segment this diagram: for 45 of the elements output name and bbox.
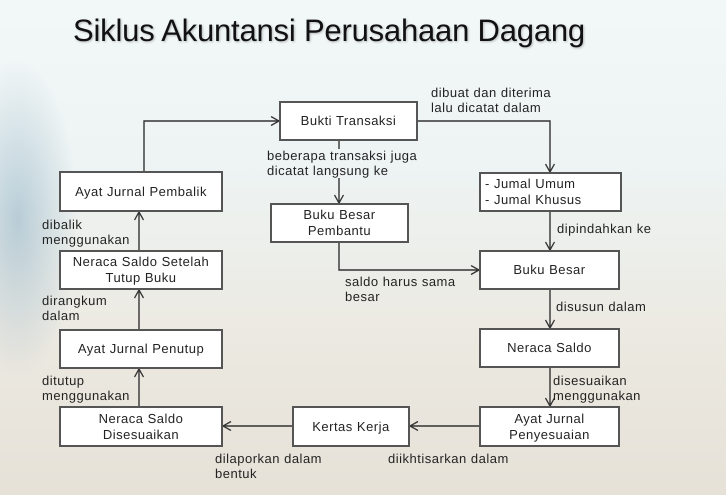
arrow [134,211,144,250]
box-text: Ayat Jurnal Penyesuaian [508,410,591,442]
box-text: - Jumal Umum [485,176,576,192]
edge-label: disusun dalam [556,300,646,315]
arrow [544,368,556,407]
box-text: Buku Besar [513,262,586,278]
arrow [409,420,479,432]
box-text: Neraca Saldo Disesuaikan [98,410,184,442]
process-box [59,171,223,212]
edge-label: ditutup menggunakan [42,374,130,404]
box-text: - Jumal Khusus [485,192,582,208]
edge-label: disesuaikan menggunakan [553,374,641,404]
box-text: Buku Besar Pembantu [302,207,377,239]
process-box [479,328,620,368]
box-text: Ayat Jurnal Penutup [78,341,204,357]
arrow [134,289,144,329]
edge-label: dibalik menggunakan [42,218,130,248]
box-text: Neraca Saldo Setelah Tutup Buku [72,254,210,286]
edge-label: saldo harus sama besar [345,275,457,304]
arrow [143,116,280,171]
process-box [479,250,620,290]
box-text: Bukti Transaksi [300,113,396,129]
box-text: Kertas Kerja [312,418,390,434]
arrow [222,420,292,432]
process-box [292,406,410,447]
process-box [279,101,418,141]
process-box [479,406,620,447]
process-box [270,203,409,243]
edge-label: diikhtisarkan dalam [388,452,509,467]
arrow [418,120,556,173]
edge-label: dibuat dan diterima lalu dicatat dalam [431,86,552,116]
process-box [59,406,223,447]
arrow [544,212,556,251]
box-text: Ayat Jurnal Pembalik [75,184,207,200]
process-box [479,172,622,212]
process-box [59,329,223,369]
arrow [134,368,144,406]
edge-label: dilaporkan dalam bentuk [215,452,324,482]
title: Siklus Akuntansi Perusahaan Dagang [73,13,585,49]
arrow [338,243,480,276]
process-box [59,250,223,290]
box-text: Neraca Saldo [507,340,592,356]
edge-label: dirangkum dalam [42,294,108,324]
arrow [544,290,556,329]
edge-label: dipindahkan ke [557,222,652,237]
